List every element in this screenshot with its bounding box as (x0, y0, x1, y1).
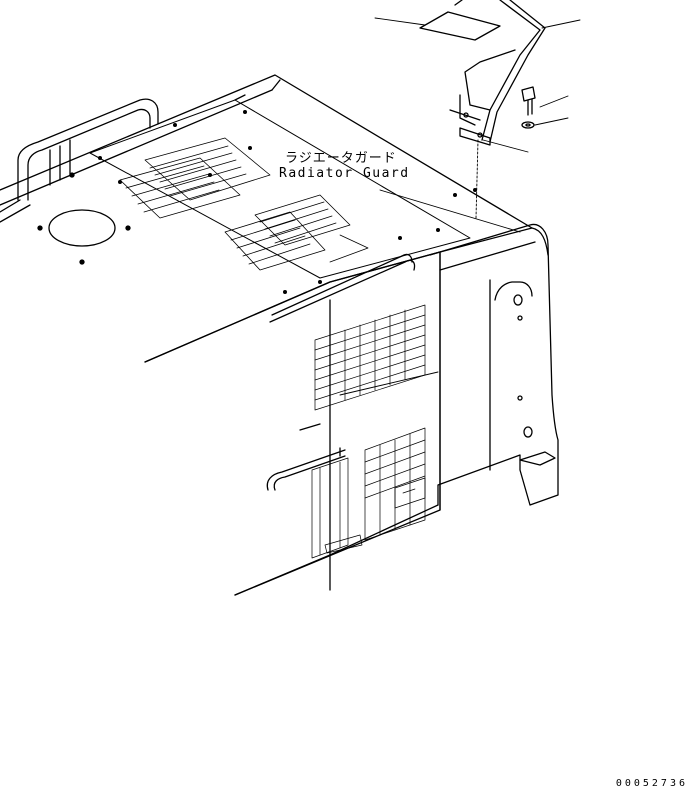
bolt-and-washer-part (521, 86, 536, 129)
side-grab-handle (266, 447, 346, 491)
guard-bracket-part (419, 0, 546, 146)
vent-grille-upper (119, 137, 271, 219)
left-handrail (0, 98, 159, 223)
vent-grille-lower (224, 194, 369, 271)
drawing-number: 00052736 (615, 778, 688, 789)
leader-lines (374, 17, 581, 219)
annotation-japanese: ラジエータガード (285, 151, 397, 166)
side-panel (144, 251, 441, 596)
hood-top-panel (0, 74, 549, 363)
round-hatch (37, 172, 131, 265)
side-louver-lower (311, 427, 426, 559)
side-louver-upper (314, 304, 426, 411)
annotation-english: Radiator Guard (279, 166, 410, 181)
radiator-guard-cover (429, 223, 559, 506)
body-lower-edge (234, 504, 439, 596)
panel-bolts (98, 110, 477, 294)
